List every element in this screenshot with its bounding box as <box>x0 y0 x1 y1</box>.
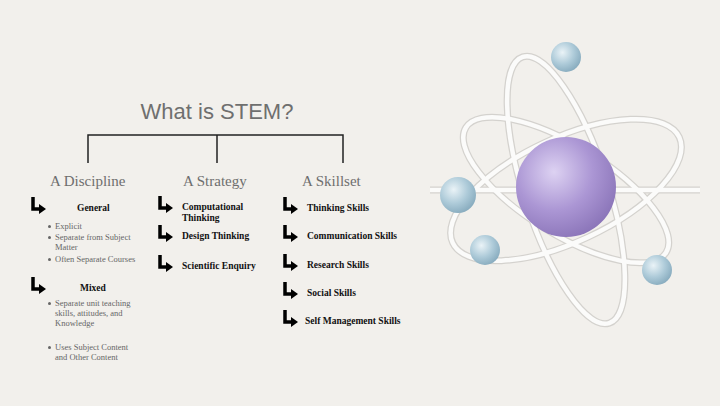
subheading: Mixed <box>80 283 106 294</box>
strategy-item: Design Thinking <box>182 231 249 242</box>
bullet-dot <box>48 302 51 305</box>
bent-arrow <box>285 310 298 327</box>
skill-item: Communication Skills <box>307 231 397 242</box>
tree-bracket <box>88 135 343 163</box>
bullet-item: Explicit <box>55 221 137 231</box>
subheading: General <box>77 203 110 214</box>
bent-arrow <box>160 196 173 213</box>
bent-arrow <box>285 197 298 214</box>
bent-arrow <box>285 254 298 271</box>
skill-item: Thinking Skills <box>307 203 369 214</box>
skill-item: Social Skills <box>307 288 356 299</box>
strategy-item: Computational Thinking <box>182 202 257 225</box>
bullet-item: Separate from Subject Matter <box>55 232 137 252</box>
bent-arrow <box>285 282 298 299</box>
diagram-title: What is STEM? <box>141 99 294 125</box>
bullet-item: Uses Subject Content and Other Content <box>55 342 137 362</box>
bullet-dot <box>48 225 51 228</box>
skill-item: Self Management Skills <box>305 316 401 327</box>
skill-item: Research Skills <box>307 260 369 271</box>
bent-arrow <box>33 197 46 214</box>
bullet-item: Separate unit teaching skills, attitudes… <box>55 298 133 329</box>
bullet-dot <box>48 258 51 261</box>
column-heading: A Discipline <box>50 172 125 190</box>
bent-arrow <box>33 277 46 294</box>
bullet-dot <box>48 236 51 239</box>
column-heading: A Strategy <box>183 172 247 190</box>
atom-illustration <box>430 42 701 336</box>
bent-arrow <box>285 225 298 242</box>
bent-arrow <box>160 225 173 242</box>
bent-arrow <box>160 255 173 272</box>
column-heading: A Skillset <box>302 172 361 190</box>
bullet-item: Often Separate Courses <box>55 254 137 264</box>
strategy-item: Scientific Enquiry <box>182 261 256 272</box>
bullet-dot <box>48 346 51 349</box>
